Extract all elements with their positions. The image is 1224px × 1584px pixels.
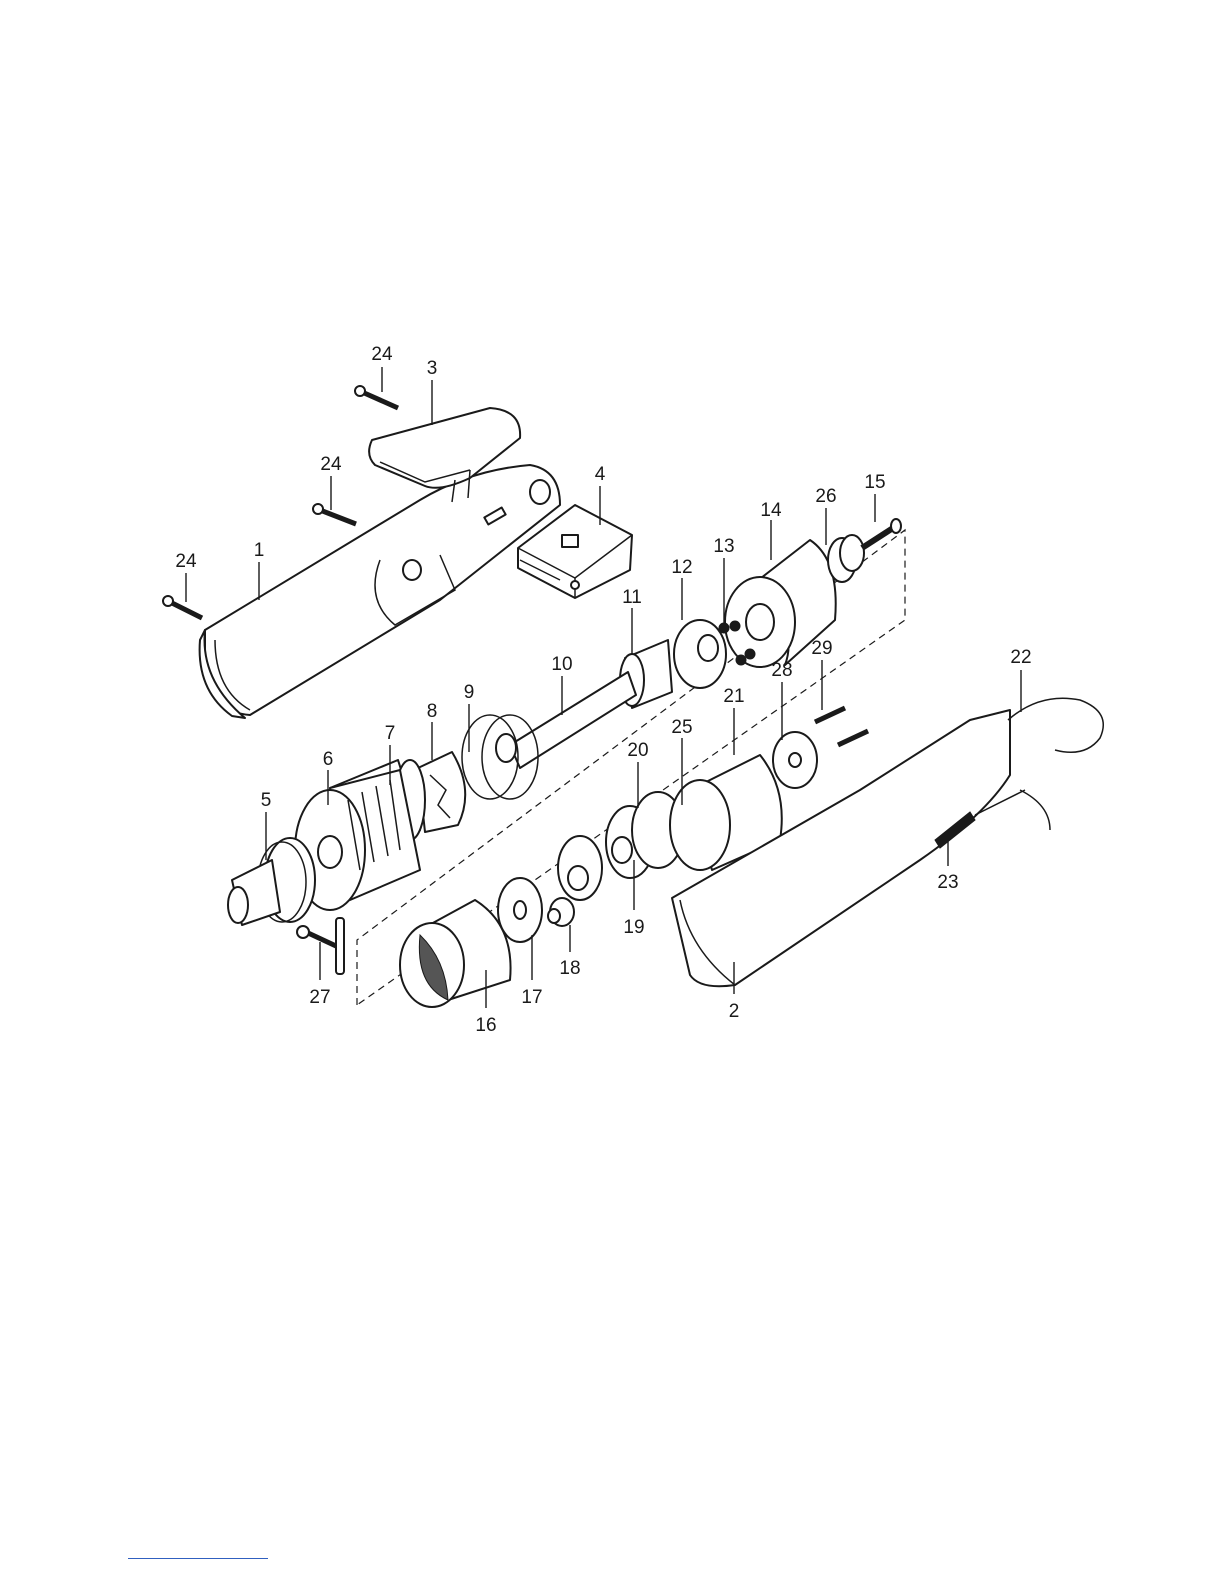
callout-27: 27 [309,987,330,1008]
plate-28 [773,732,817,788]
ring-gear-16 [400,900,511,1007]
callout-11: 11 [622,587,642,608]
screw-29 [815,708,868,745]
callout-24: 24 [371,344,393,365]
callout-4: 4 [595,464,606,485]
callout-14: 14 [760,500,782,521]
callout-22: 22 [1010,647,1031,668]
planet-carrier-17 [498,878,542,942]
callout-2: 2 [729,1001,740,1022]
callout-24: 24 [320,454,342,475]
clip-22 [1008,698,1103,752]
callout-17: 17 [521,987,542,1008]
motor-bushing [828,535,864,582]
callout-15: 15 [864,472,885,493]
callout-20: 20 [627,740,648,761]
callout-21: 21 [723,686,744,707]
shaft-10 [510,672,636,768]
callout-8: 8 [427,701,438,722]
callout-26: 26 [815,486,836,507]
callout-25: 25 [671,717,692,738]
screw-24-b [313,504,356,524]
callout-29: 29 [811,638,832,659]
callout-12: 12 [671,557,692,578]
callout-23: 23 [937,872,958,893]
washer-12 [674,620,726,688]
callout-6: 6 [323,749,334,770]
screw-24-a [355,386,398,408]
housing-half-upper [200,465,560,718]
planet-gear-18 [548,898,574,926]
callout-13: 13 [713,536,734,557]
callout-1: 1 [254,540,265,561]
callout-10: 10 [551,654,572,675]
callout-19: 19 [623,917,644,938]
motor-screw [862,519,901,548]
callout-28: 28 [771,660,792,681]
screw-24-c [163,596,202,618]
callout-16: 16 [475,1015,496,1036]
footer-rule [128,1558,268,1559]
callout-18: 18 [559,958,580,979]
callout-7: 7 [385,723,396,744]
callout-24: 24 [175,551,197,572]
chuck-5 [228,838,315,925]
callout-3: 3 [427,358,438,379]
callout-9: 9 [464,682,475,703]
callout-5: 5 [261,790,272,811]
